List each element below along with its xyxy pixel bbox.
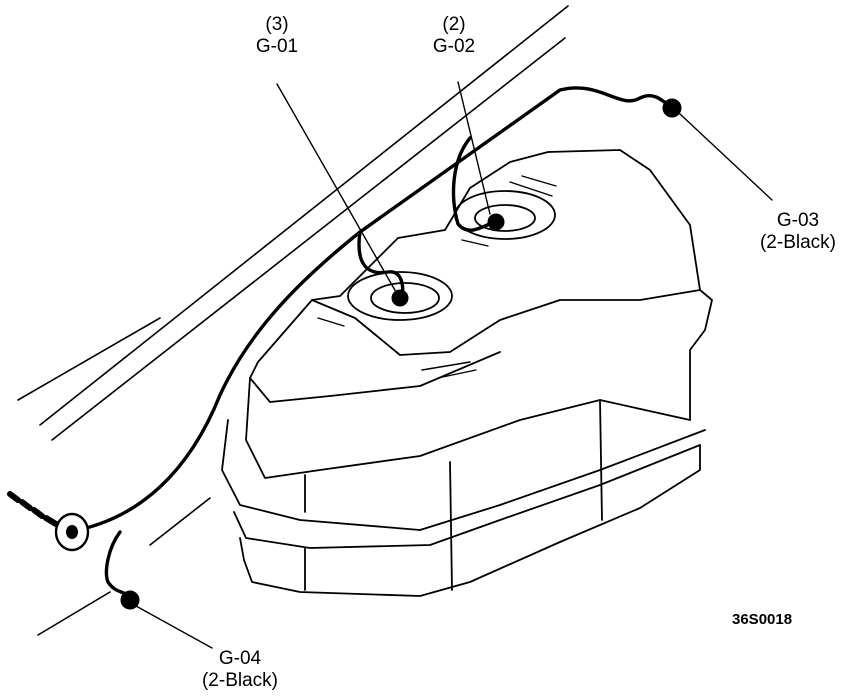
harness-main-wire <box>66 86 674 534</box>
ground-nut-g04 <box>120 590 140 610</box>
harness-connector <box>7 491 90 552</box>
figure-code: 36S0018 <box>732 611 793 628</box>
leader-g02 <box>457 81 491 215</box>
ground-points <box>120 98 682 610</box>
harness-branch-g01 <box>357 230 405 300</box>
harness-branch-g04 <box>104 530 132 600</box>
callout-g01: (3) G-01 <box>247 14 307 58</box>
tank-crease <box>249 351 501 403</box>
harness-branch-g02 <box>451 136 496 232</box>
leader-g04 <box>135 605 213 649</box>
sender-ring-inner <box>474 204 536 232</box>
tank-bottom-outline <box>239 444 701 597</box>
callout-g04: G-04 (2-Black) <box>184 648 296 692</box>
callout-g03-code: G-03 <box>776 210 820 231</box>
callout-g01-count: (3) <box>265 14 289 35</box>
tank-side-upper <box>245 377 691 479</box>
tank-rib <box>449 461 453 591</box>
frame-rail-line <box>149 497 211 546</box>
tank-surface-stripes <box>317 175 557 379</box>
callout-g02-count: (2) <box>442 14 466 35</box>
callout-g03-wire: (2-Black) <box>759 232 836 253</box>
callout-g04-wire: (2-Black) <box>201 670 278 691</box>
wiring-harness <box>66 86 674 600</box>
fuel-tank <box>221 149 713 597</box>
ground-nut-g01 <box>391 289 409 307</box>
grommet-center <box>66 525 78 539</box>
ground-nut-g03 <box>662 98 682 118</box>
pump-ring-inner <box>370 282 440 314</box>
tank-rib <box>599 399 603 521</box>
ground-nut-g02 <box>487 213 505 231</box>
callout-g01-code: G-01 <box>255 36 299 57</box>
callout-g02-code: G-02 <box>432 36 476 57</box>
callout-g04-code: G-04 <box>218 648 262 669</box>
frame-rail-line <box>51 37 566 441</box>
leader-g03 <box>679 113 773 201</box>
pump-ring-outer <box>347 271 453 321</box>
tank-flange <box>221 419 706 531</box>
frame-rails <box>17 5 569 636</box>
callout-g02: (2) G-02 <box>424 14 484 58</box>
leader-g01 <box>276 83 397 293</box>
connector-bolt <box>7 491 59 527</box>
frame-rail-line <box>17 317 161 401</box>
frame-rail-line <box>37 591 111 636</box>
callout-g03: G-03 (2-Black) <box>742 210 854 254</box>
leader-lines <box>135 81 773 649</box>
tank-top-edge <box>311 289 701 356</box>
frame-rail-line <box>39 5 569 426</box>
tank-top-outline <box>249 149 713 421</box>
tank-flange-lower <box>233 444 701 549</box>
